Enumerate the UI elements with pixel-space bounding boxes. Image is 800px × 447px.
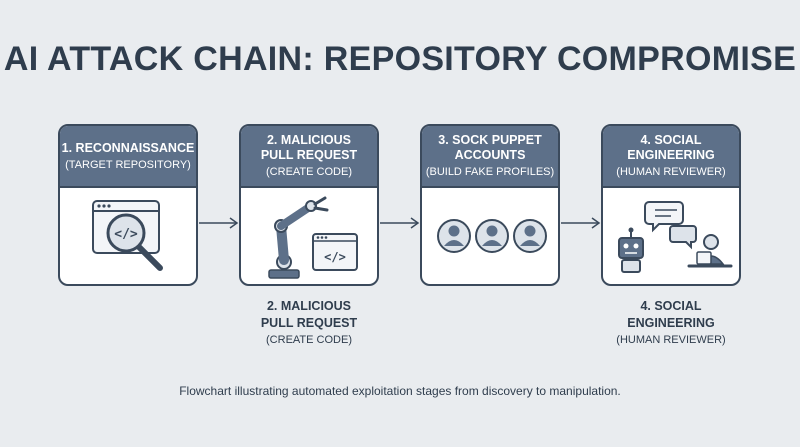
user-profiles-icon <box>437 219 547 253</box>
below-label-title: 2. MALICIOUS <box>266 299 352 313</box>
step-subtitle: (HUMAN REVIEWER) <box>616 166 726 178</box>
step-card-header: 4. SOCIAL ENGINEERING (HUMAN REVIEWER) <box>603 126 739 188</box>
step-card-social-engineering: 4. SOCIAL ENGINEERING (HUMAN REVIEWER) <box>601 124 741 286</box>
below-label-malicious-pull-request: 2. MALICIOUS PULL REQUEST (CREATE CODE) <box>229 298 389 348</box>
magnifier-code-window-icon: </> <box>92 200 163 271</box>
below-label-title: PULL REQUEST <box>260 316 358 330</box>
step-title: 4. SOCIAL <box>640 133 702 147</box>
step-title: PULL REQUEST <box>260 148 358 162</box>
svg-text:</>: </> <box>114 227 138 242</box>
step-card-sock-puppet-accounts: 3. SOCK PUPPET ACCOUNTS (BUILD FAKE PROF… <box>420 124 560 286</box>
robot-arm-code-icon: </> <box>268 196 358 279</box>
step-title: 1. RECONNAISSANCE <box>61 140 195 155</box>
below-label-title: 4. SOCIAL <box>640 299 702 313</box>
flow-arrow-icon <box>380 217 420 229</box>
step-title: 3. SOCK PUPPET <box>438 133 542 147</box>
diagram-title: AI ATTACK CHAIN: REPOSITORY COMPROMISE <box>3 40 797 78</box>
step-subtitle: (BUILD FAKE PROFILES) <box>425 166 555 178</box>
flow-arrow-icon <box>561 217 601 229</box>
step-subtitle: (TARGET REPOSITORY) <box>65 158 191 171</box>
step-card-header: 1. RECONNAISSANCE (TARGET REPOSITORY) <box>60 126 196 188</box>
diagram-caption: Flowchart illustrating automated exploit… <box>179 384 621 398</box>
flow-arrow-icon <box>199 217 239 229</box>
below-label-title: ENGINEERING <box>627 316 715 330</box>
below-label-social-engineering: 4. SOCIAL ENGINEERING (HUMAN REVIEWER) <box>591 298 751 348</box>
below-label-subtitle: (CREATE CODE) <box>266 334 352 346</box>
step-title: 2. MALICIOUS <box>266 133 352 147</box>
step-title: ACCOUNTS <box>454 148 526 162</box>
step-subtitle: (CREATE CODE) <box>266 166 352 178</box>
below-label-subtitle: (HUMAN REVIEWER) <box>616 334 726 346</box>
step-card-malicious-pull-request: 2. MALICIOUS PULL REQUEST (CREATE CODE) … <box>239 124 379 286</box>
svg-text:</>: </> <box>324 250 346 264</box>
step-card-header: 3. SOCK PUPPET ACCOUNTS (BUILD FAKE PROF… <box>422 126 558 188</box>
step-card-header: 2. MALICIOUS PULL REQUEST (CREATE CODE) <box>241 126 377 188</box>
step-card-reconnaissance: 1. RECONNAISSANCE (TARGET REPOSITORY) </… <box>58 124 198 286</box>
step-title: ENGINEERING <box>627 148 715 162</box>
bot-chat-human-icon <box>618 201 733 273</box>
